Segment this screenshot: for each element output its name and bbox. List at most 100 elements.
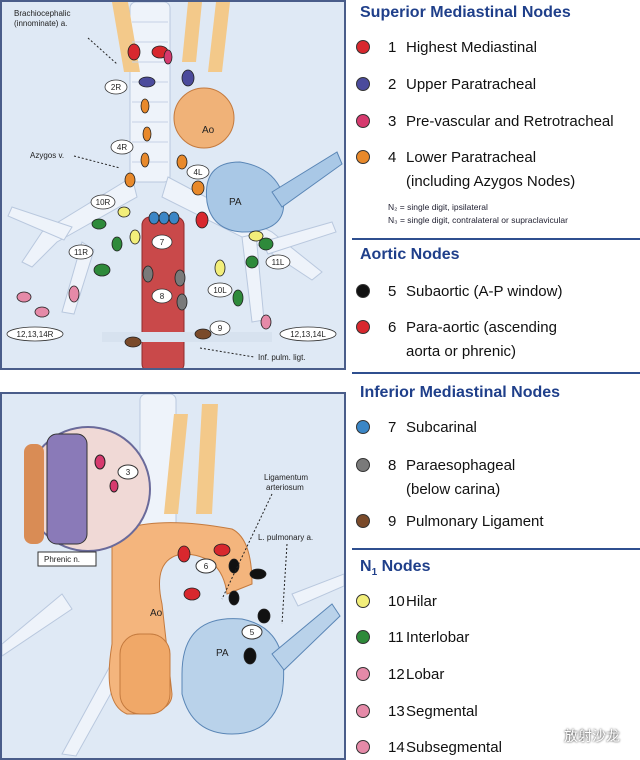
- aortic-nodes-diagram: 3 6 5 Ao PA Ligamentum arteriosum L. pul…: [0, 392, 346, 760]
- node-4l-a-marker: [176, 154, 188, 170]
- ligamentum-label-1: Ligamentum: [264, 473, 308, 482]
- inset-circle: [25, 426, 151, 552]
- node-5e-marker: [243, 647, 257, 665]
- legend-label-1: Highest Mediastinal: [406, 39, 537, 56]
- node-7-a-marker: [148, 211, 160, 225]
- legend-dot-7: [356, 420, 370, 434]
- oval-10l-label: 10L: [213, 286, 227, 295]
- n1-title-sub: 1: [371, 567, 378, 579]
- aorta-label: Ao: [202, 125, 215, 136]
- legend-num-9: 9: [388, 513, 397, 530]
- legend-num-14: 14: [388, 739, 405, 756]
- legend-label-12: Lobar: [406, 666, 445, 683]
- legend-dot-4: [356, 150, 370, 164]
- legend-dot-9: [356, 514, 370, 528]
- node-1-right-marker: [127, 43, 141, 61]
- carotid-vessel: [164, 414, 188, 514]
- brachiocephalic-label-2: (innominate) a.: [14, 19, 67, 28]
- inferior-section-title: Inferior Mediastinal Nodes: [360, 384, 561, 401]
- node-5b-marker: [249, 568, 267, 580]
- legend-dot-1: [356, 40, 370, 54]
- legend-label-6: Para-aortic (ascending: [406, 319, 557, 336]
- node-4r-c-marker: [140, 152, 150, 168]
- legend-dot-13: [356, 704, 370, 718]
- legend-label-8: Paraesophageal: [406, 457, 516, 474]
- ascending-aorta: [119, 633, 171, 715]
- oval-12r-label: 12,13,14R: [17, 330, 54, 339]
- legend-num-4: 4: [388, 149, 397, 166]
- node-7-c-marker: [168, 211, 180, 225]
- oval-5: [241, 624, 263, 640]
- oval-12l-label: 12,13,14L: [290, 330, 326, 339]
- left-carotid-artery: [182, 2, 202, 62]
- legend-num-3: 3: [388, 113, 397, 130]
- superior-mediastinum-diagram: 2R 4R 4L 10R 11R 7 8 9 10L 11L 12,13,14R…: [0, 0, 346, 370]
- node-5a-marker: [228, 558, 240, 574]
- node-11r-c-marker: [93, 263, 111, 277]
- legend-dot-5: [356, 284, 370, 298]
- node-10r-marker: [117, 206, 131, 218]
- oval-7-label: 7: [160, 238, 165, 247]
- n3-note: N₃ = single digit, contralateral or supr…: [388, 215, 568, 225]
- n2-note: N₂ = single digit, ipsilateral: [388, 202, 488, 212]
- legend-num-12: 12: [388, 666, 405, 683]
- node-11l-b-marker: [245, 255, 259, 269]
- oval-9-label: 9: [218, 324, 223, 333]
- node-3-marker: [163, 49, 173, 65]
- inset-node-3b-marker: [109, 479, 119, 493]
- node-7-b-marker: [158, 211, 170, 225]
- lpa-branch: [271, 603, 341, 671]
- oval-11l-label: 11L: [272, 258, 285, 267]
- legend-label-4: Lower Paratracheal: [406, 149, 537, 166]
- node-9-b-marker: [194, 328, 212, 340]
- bottom-pulmonary-artery: [181, 618, 285, 735]
- pa-branch: [271, 151, 343, 208]
- bottom-node-markers: [177, 543, 271, 665]
- inset-node-3a-marker: [94, 454, 106, 470]
- brachiocephalic-pointer: [87, 37, 118, 65]
- bottom-pa-label: PA: [216, 648, 229, 659]
- oval-2r-label: 2R: [111, 83, 121, 92]
- legend-label-11: Interlobar: [406, 629, 470, 646]
- inf-pulm-pointer: [199, 347, 255, 358]
- oval-11r-label: 11R: [74, 248, 88, 257]
- node-4l-b-marker: [191, 180, 205, 196]
- legend-num-1: 1: [388, 39, 397, 56]
- node-4r-d-marker: [124, 172, 136, 188]
- node-4r-b-marker: [142, 126, 152, 142]
- label-ovals: [6, 79, 337, 342]
- node-11r-a-marker: [91, 218, 107, 230]
- node-12r-a-marker: [16, 291, 32, 303]
- legend-num-2: 2: [388, 76, 397, 93]
- legend-num-7: 7: [388, 419, 397, 436]
- node-14r-marker: [68, 285, 80, 303]
- node-8-a-marker: [142, 265, 154, 283]
- node-legend: Superior Mediastinal Nodes 1 Highest Med…: [352, 0, 640, 760]
- node-6-marker: [195, 211, 209, 229]
- node-8-c-marker: [176, 293, 188, 311]
- node-13r-marker: [34, 306, 50, 318]
- aortic-section-title: Aortic Nodes: [360, 246, 460, 263]
- pa-label: PA: [229, 197, 242, 208]
- bottom-anatomy-svg: 3 6 5 Ao PA Ligamentum arteriosum L. pul…: [2, 394, 344, 757]
- legend-label-2: Upper Paratracheal: [406, 76, 537, 93]
- n1-title-rest: Nodes: [377, 558, 431, 575]
- legend-label-3: Pre-vascular and Retrotracheal: [406, 113, 614, 130]
- legend-label-14: Subsegmental: [406, 739, 502, 756]
- node-markers: [16, 43, 274, 348]
- node-8-b-marker: [174, 269, 186, 287]
- inf-pulm-label: Inf. pulm. ligt.: [258, 353, 306, 362]
- aorta-circle: [173, 87, 235, 149]
- trachea-rings: [132, 21, 168, 163]
- oval-3: [117, 464, 139, 480]
- node-10l-b-marker: [248, 230, 264, 242]
- separator-2: [352, 372, 640, 374]
- azygos-pointer: [73, 155, 121, 169]
- node-11l-a-marker: [258, 237, 274, 251]
- legend-num-10: 10: [388, 593, 405, 610]
- pulmonary-artery: [205, 161, 284, 233]
- inset-vessel: [46, 433, 88, 545]
- ligamentum-pointer: [221, 493, 273, 600]
- legend-num-13: 13: [388, 703, 405, 720]
- node-6a-marker: [177, 545, 191, 563]
